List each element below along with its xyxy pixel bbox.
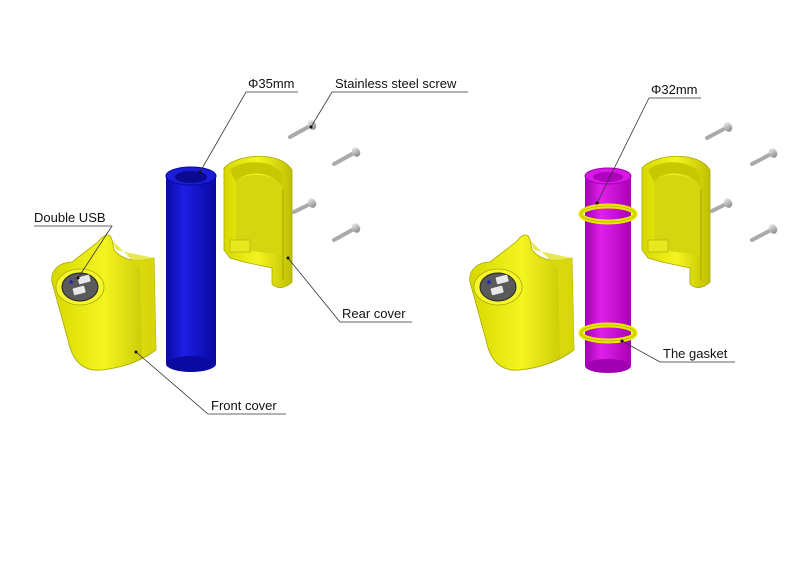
front-cover-label: Front cover [211,398,277,413]
right-assembly: Φ32mm The gasket [469,82,778,373]
tube-35mm [165,166,217,372]
label-screw: Stainless steel screw [309,76,468,129]
double-usb-port-left [61,272,99,302]
screw-icon [292,198,317,214]
screws-right [705,122,778,242]
tube-diameter-label-right: Φ32mm [651,82,698,97]
screw-icon [750,148,778,166]
screw-icon [288,120,317,139]
label-tube-35mm: Φ35mm [198,76,298,174]
label-tube-32mm: Φ32mm [595,82,701,205]
rear-cover-right [641,155,711,288]
front-cover-right [469,234,575,371]
rear-cover-left [223,155,293,288]
label-rear-cover: Rear cover [286,256,412,323]
label-usb: Double USB [34,210,113,280]
left-assembly: Φ35mm Stainless steel screw Double USB R… [34,76,468,415]
tube-diameter-label-left: Φ35mm [248,76,295,91]
gasket-bottom [578,322,638,344]
screw-icon [332,223,361,242]
screw-icon [332,147,361,166]
label-gasket: The gasket [620,339,735,363]
screw-icon [710,198,733,213]
screws-left [288,120,361,242]
label-front-cover: Front cover [134,350,286,415]
front-cover-left [51,234,157,371]
gasket-top [578,203,638,225]
screw-label: Stainless steel screw [335,76,457,91]
usb-label: Double USB [34,210,106,225]
double-usb-port-right [479,272,517,302]
gasket-label: The gasket [663,346,728,361]
rear-cover-label: Rear cover [342,306,406,321]
screw-icon [750,224,778,242]
screw-icon [705,122,733,140]
